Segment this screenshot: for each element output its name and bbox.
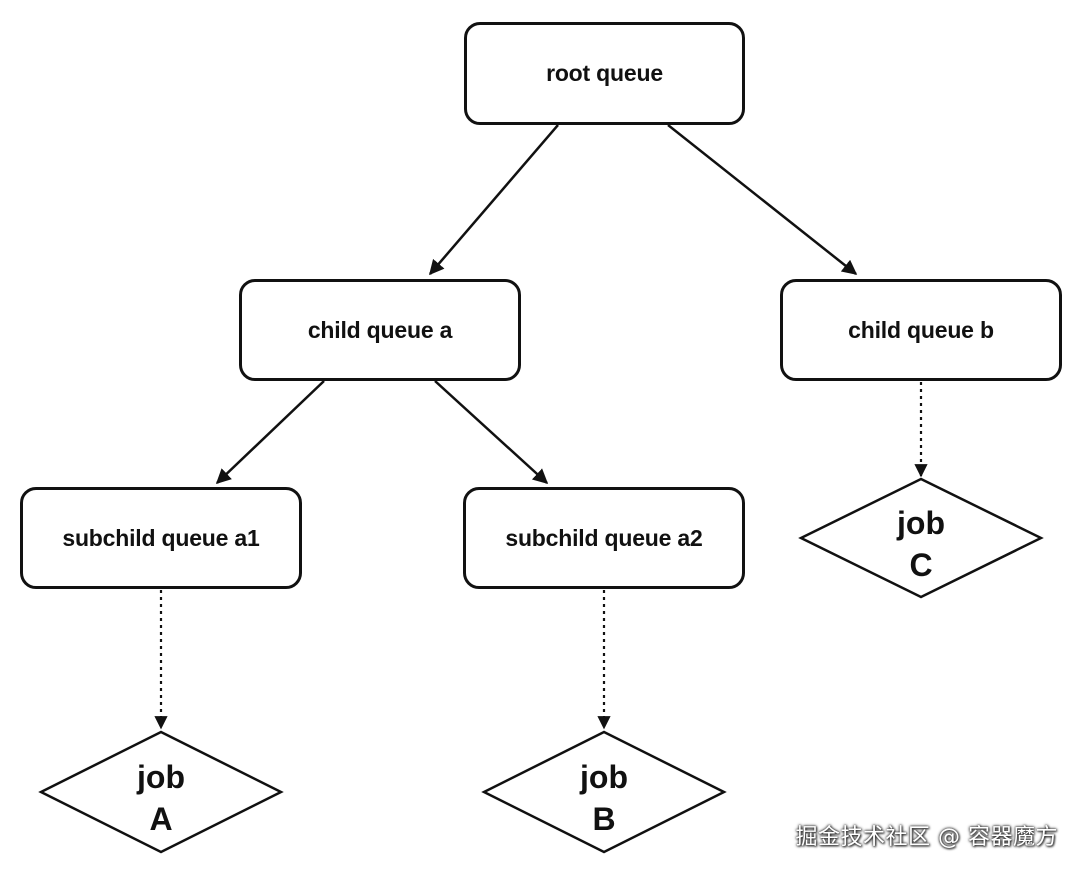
root-queue-label: root queue (546, 60, 663, 86)
root-queue-node: root queue (464, 22, 745, 125)
job-b-letter: B (592, 801, 616, 837)
edge-child-a-to-subchild-a2 (434, 380, 549, 485)
job-c-letter: C (909, 547, 933, 583)
watermark-text: 掘金技术社区 @ 容器魔方 (795, 825, 1058, 850)
child-queue-a-label: child queue a (307, 316, 453, 343)
job-b-word: job (580, 759, 628, 795)
subchild-queue-a2-node: subchild queue a2 (463, 487, 745, 589)
job-c-label: job C (861, 502, 981, 586)
child-queue-b-label: child queue b (848, 316, 994, 343)
edge-child-a-to-subchild-a1 (215, 380, 325, 485)
subchild-queue-a1-label: subchild queue a1 (62, 524, 260, 551)
job-c-diamond (798, 477, 1044, 599)
subchild-queue-a2-label: subchild queue a2 (505, 524, 703, 551)
job-b-diamond (481, 730, 727, 854)
job-c-word: job (897, 505, 945, 541)
job-a-label: job A (101, 756, 221, 840)
subchild-queue-a1-node: subchild queue a1 (20, 487, 302, 589)
job-a-letter: A (149, 801, 173, 837)
child-queue-b-node: child queue b (780, 279, 1062, 381)
edge-root-to-child-a (429, 124, 559, 276)
child-queue-a-node: child queue a (239, 279, 521, 381)
job-a-diamond (38, 730, 284, 854)
edge-root-to-child-b (667, 124, 858, 275)
job-a-word: job (137, 759, 185, 795)
job-b-label: job B (544, 756, 664, 840)
